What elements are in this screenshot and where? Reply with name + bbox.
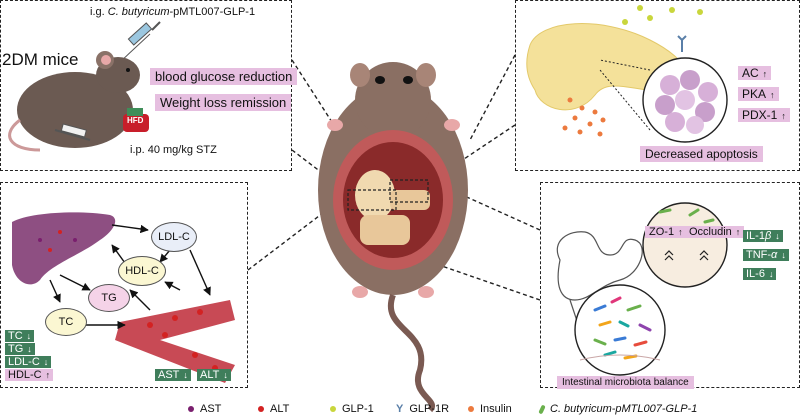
node-tg: TG: [88, 284, 130, 312]
marker-pka-name: PKA: [742, 87, 767, 101]
node-hdl: HDL-C: [118, 256, 166, 286]
lipid-ldl: LDL-C↓: [5, 356, 52, 368]
legend-glp1r: Y GLP-1R: [396, 403, 449, 415]
lipid-ldl-name: LDL-C: [8, 356, 40, 368]
alt-dot-icon: [258, 406, 264, 412]
ip-label: i.p. 40 mg/kg STZ: [130, 144, 217, 156]
microbiota-result: Intestinal microbiota balance: [557, 376, 694, 389]
legend-glp1: GLP-1: [330, 403, 374, 415]
node-ldl: LDL-C: [151, 222, 197, 252]
cytokine-tnfa-name: TNF-: [746, 249, 772, 261]
ast-alt-dots: [38, 230, 77, 252]
islet-cells: [655, 70, 718, 134]
cytokine-il6: IL-6↓: [743, 268, 777, 280]
lipid-hdl-name: HDL-C: [8, 369, 42, 381]
cytokine-tnfa-arrow: ↓: [781, 250, 786, 260]
glp1r-icon: [677, 35, 687, 52]
legend-glp1-label: GLP-1: [342, 403, 374, 415]
cytokine-il6-arrow: ↓: [768, 269, 774, 279]
ig-suffix: -pMTL007-GLP-1: [169, 6, 256, 18]
zo1-marker: ZO-1↑: [645, 226, 687, 238]
lipid-ldl-arrow: ↓: [43, 357, 49, 367]
glp1-dot-icon: [330, 406, 336, 412]
enzyme-alt-arrow: ↓: [223, 370, 228, 380]
apoptosis-result: Decreased apoptosis: [640, 146, 763, 162]
cytokine-il6-name: IL-6: [746, 268, 765, 280]
enzyme-ast: AST↓: [155, 369, 191, 381]
lipid-tg: TG↓: [5, 343, 35, 355]
node-tc: TC: [45, 308, 87, 336]
tight-junction-icons: [664, 250, 709, 261]
enzyme-alt: ALT↓: [197, 369, 231, 381]
marker-ac-arrow: ↑: [762, 69, 768, 79]
marker-ac: AC↑: [738, 66, 772, 80]
liver-icon: [12, 212, 116, 285]
cytokine-il1b: IL-1β↓: [743, 230, 783, 242]
marker-pka-arrow: ↑: [770, 90, 775, 100]
syringe-top-icon: [119, 21, 161, 63]
marker-pdx1: PDX-1↑: [738, 108, 790, 122]
mouse-icon: [8, 51, 140, 152]
bacteria-rods: [658, 208, 715, 224]
cytokine-il1b-name: IL-1: [746, 230, 765, 242]
marker-pka: PKA↑: [738, 87, 779, 101]
legend-ast: AST: [188, 403, 221, 415]
marker-pdx1-name: PDX-1: [742, 108, 778, 122]
syringe-bottom-icon: [54, 123, 91, 141]
hfd-label: HFD: [127, 116, 144, 125]
lipid-tc: TC↓: [5, 330, 35, 342]
cytokine-il1b-greek: β: [764, 230, 772, 242]
ig-strain: C. butyricum: [107, 6, 170, 18]
legend-cbutyricum: C. butyricum-pMTL007-GLP-1: [538, 403, 698, 415]
legend-insulin-label: Insulin: [480, 403, 512, 415]
legend-alt-label: ALT: [270, 403, 290, 415]
zo1-arrow: ↑: [678, 227, 683, 237]
enzyme-alt-name: ALT: [200, 369, 220, 381]
marker-pdx1-arrow: ↑: [781, 111, 786, 121]
effect-weight-loss: Weight loss remission: [155, 94, 292, 111]
zo1-name: ZO-1: [649, 226, 675, 238]
cbutyricum-rod-icon: [538, 404, 546, 414]
legend-glp1r-label: GLP-1R: [409, 403, 450, 415]
barrier-circle: [642, 202, 728, 288]
legend-insulin: Insulin: [468, 403, 512, 415]
intestine-icon: [556, 231, 643, 301]
marker-ac-name: AC: [742, 66, 759, 80]
ig-prefix: i.g.: [90, 6, 105, 18]
cytokine-tnfa: TNF-α↓: [743, 249, 789, 261]
enzyme-ast-name: AST: [158, 369, 180, 381]
ast-dot-icon: [188, 406, 194, 412]
lipid-tc-arrow: ↓: [26, 331, 32, 341]
occludin-name: Occludin: [689, 226, 732, 238]
cytokine-tnfa-greek: α: [771, 249, 778, 261]
lipid-panel: [0, 182, 248, 388]
cytokine-il1b-arrow: ↓: [775, 231, 780, 241]
legend-alt: ALT: [258, 403, 289, 415]
insulin-dots: [562, 97, 606, 137]
lipid-tg-arrow: ↓: [27, 344, 32, 354]
ig-label: i.g. C. butyricum-pMTL007-GLP-1: [90, 6, 255, 18]
occludin-arrow: ↑: [735, 227, 741, 237]
microbiota-rods: [593, 296, 652, 360]
legend-ast-label: AST: [200, 403, 222, 415]
legend-cbutyricum-label: C. butyricum-pMTL007-GLP-1: [550, 403, 698, 415]
lipid-tg-name: TG: [8, 343, 24, 355]
enzyme-ast-arrow: ↓: [183, 370, 188, 380]
blood-vessel-icon: [115, 300, 235, 383]
lipid-hdl-arrow: ↑: [45, 370, 51, 380]
hfd-food-icon: [123, 108, 149, 132]
lipid-tc-name: TC: [8, 330, 23, 342]
lipid-hdl: HDL-C↑: [5, 369, 54, 381]
insulin-dot-icon: [468, 406, 474, 412]
occludin-marker: Occludin↑: [685, 226, 745, 238]
glp1r-receptor-icon: Y: [396, 403, 404, 415]
mice-title: 2DM mice: [2, 50, 79, 69]
effect-blood-glucose: blood glucose reduction: [150, 68, 298, 85]
treatment-panel: [0, 0, 292, 171]
